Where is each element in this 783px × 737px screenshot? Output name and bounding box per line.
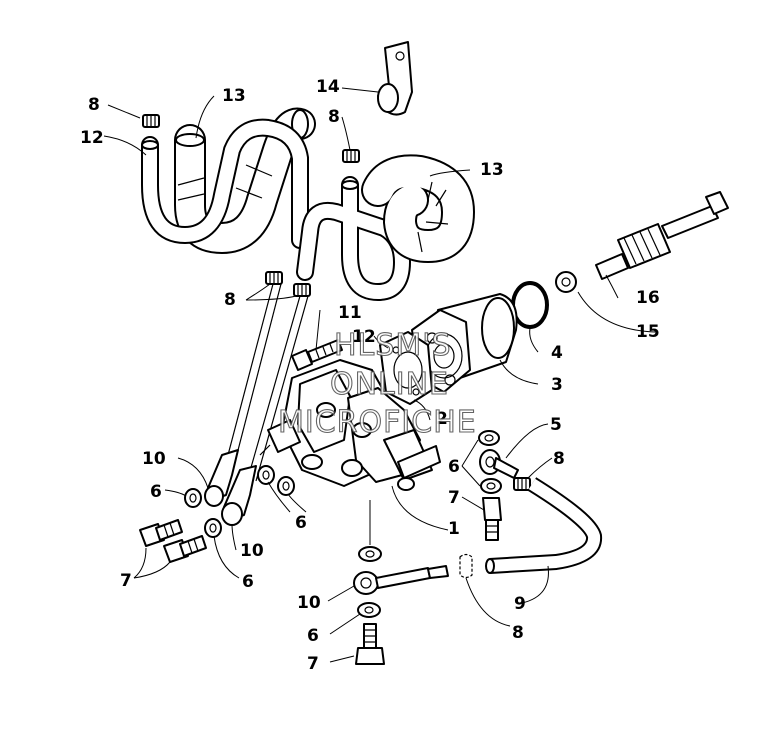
callout-8-top-middle: 8 <box>328 107 340 127</box>
clamp-bottom <box>459 553 473 579</box>
watermark: HLSM'S ONLINE MICROFICHE <box>277 327 477 440</box>
watermark-line-2: ONLINE <box>330 367 449 402</box>
washer-left-lower <box>204 518 222 538</box>
oil-lines <box>227 283 309 482</box>
hose-loop-right <box>361 154 476 264</box>
callout-8-bottom: 8 <box>512 623 524 643</box>
callout-6-right: 6 <box>448 457 460 477</box>
watermark-line-3: MICROFICHE <box>278 405 477 440</box>
callout-8-pair: 8 <box>224 290 236 310</box>
callout-7-left: 7 <box>120 571 132 591</box>
callout-7-right: 7 <box>448 488 460 508</box>
callout-6-bottom: 6 <box>307 626 319 646</box>
watermark-line-1: HLSM'S <box>334 328 452 363</box>
callout-10-upper-left: 10 <box>142 449 166 469</box>
callout-11: 11 <box>338 303 362 323</box>
washer-right-upper <box>478 430 500 446</box>
part-gasket <box>379 331 433 405</box>
sealing-washers <box>184 430 502 618</box>
hose-thin-left <box>141 118 309 249</box>
part-washer-15 <box>555 271 577 293</box>
bolt-left-1 <box>139 519 183 547</box>
washer-mid-2 <box>277 476 295 496</box>
washer-bottom-lower <box>357 602 381 618</box>
washer-bottom-upper <box>358 546 382 562</box>
callout-2: 2 <box>436 409 448 429</box>
callout-4: 4 <box>551 343 563 363</box>
callout-labels: 8 12 13 14 8 13 8 11 12 16 15 4 3 2 5 6 … <box>80 77 660 674</box>
clamp-pair-left <box>265 271 311 297</box>
callout-1: 1 <box>448 519 460 539</box>
clamp-top-left <box>142 114 160 128</box>
bolt-bottom <box>355 623 385 665</box>
banjo-fittings-upper <box>204 449 257 526</box>
bolt-right <box>482 497 502 541</box>
part-hose-9 <box>485 477 602 574</box>
callout-3: 3 <box>551 375 563 395</box>
hose-clamps <box>142 114 531 579</box>
callout-7-bottom: 7 <box>307 654 319 674</box>
banjo-bolts <box>139 497 502 665</box>
callout-5: 5 <box>550 415 562 435</box>
callout-16: 16 <box>636 288 660 308</box>
washer-left-upper <box>184 488 202 508</box>
part-pump-housing <box>411 293 518 393</box>
callout-13-left: 13 <box>222 86 246 106</box>
bolt-left-2 <box>163 535 207 563</box>
callout-12-left: 12 <box>80 128 104 148</box>
callout-13-right: 13 <box>480 160 504 180</box>
hose-thin-middle <box>296 176 412 302</box>
callout-12-middle: 12 <box>352 327 376 347</box>
part-bracket <box>377 41 413 116</box>
clamp-right-hose <box>513 477 531 491</box>
callout-9: 9 <box>514 594 526 614</box>
part-oil-pump-body <box>259 359 441 491</box>
part-bolt-11 <box>291 339 343 371</box>
callout-10-upper-right: 10 <box>240 541 264 561</box>
callout-8-right: 8 <box>553 449 565 469</box>
callout-8-top-left: 8 <box>88 95 100 115</box>
clamp-top-middle <box>342 149 360 163</box>
part-banjo-fitting-5 <box>479 449 519 479</box>
part-o-ring <box>511 281 549 329</box>
callout-10-lower: 10 <box>297 593 321 613</box>
callout-14: 14 <box>316 77 340 97</box>
part-drive-shaft <box>595 191 729 280</box>
washer-mid-1 <box>257 465 275 485</box>
callout-6-left-lower: 6 <box>242 572 254 592</box>
callout-6-left-upper: 6 <box>150 482 162 502</box>
callout-15: 15 <box>636 322 660 342</box>
callout-6-middle: 6 <box>295 513 307 533</box>
washer-right-lower <box>480 478 502 494</box>
banjo-fitting-lower <box>353 565 449 595</box>
leader-lines <box>103 87 656 663</box>
